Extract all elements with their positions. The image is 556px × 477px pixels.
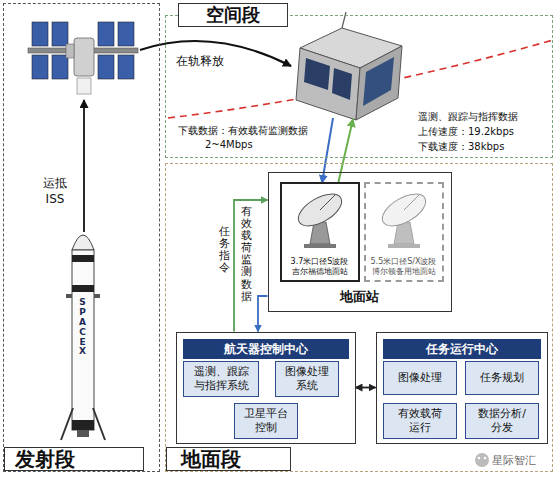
transport-label: 运抵 ISS: [38, 176, 72, 207]
process-label: 有效载荷运行: [395, 407, 445, 435]
station-caption: 3.7米口径S波段 吉尔福德地面站: [284, 257, 356, 276]
process-label: 图像处理: [390, 371, 450, 385]
region-label: 地面段: [166, 447, 291, 471]
process-box: 任务规划: [465, 361, 539, 395]
operations-center-box: 任务运行中心图像处理 任务规划有效载荷运行 数据分析/分发: [376, 332, 548, 444]
iss-station: [28, 22, 138, 94]
process-box: 图像处理: [383, 361, 457, 395]
downlink-label: 下载数据：有效载荷监测数据: [178, 124, 308, 138]
dish-antenna: [377, 188, 431, 248]
dish-antenna: [293, 188, 347, 248]
ground-segment-region: 地面段 地面站 3.7米口径S波段 吉尔福德地面站 5.5米口径S/X波段 博尔顿备用…: [165, 163, 553, 472]
rate-label: 下载速度：38kbps: [418, 140, 504, 154]
launch-segment-region: 发射段: [3, 3, 160, 472]
transport-arrow: [83, 100, 85, 232]
region-label: 发射段: [4, 447, 144, 471]
station-caption: 5.5米口径S/X波段 博尔顿备用地面站: [368, 257, 440, 276]
release-label: 在轨释放: [176, 53, 224, 70]
control-center-box: 航天器控制中心遥测、跟踪与指挥系统 图像处理系统卫星平台控制: [176, 332, 356, 444]
edge-label: 任务指令: [219, 226, 230, 274]
process-box: 图像处理系统: [275, 361, 339, 397]
ground-station-box: 地面站 3.7米口径S波段 吉尔福德地面站 5.5米口径S/X波段 博尔顿备用地面站: [268, 172, 452, 312]
process-box: 卫星平台控制: [234, 403, 298, 439]
process-label: 数据分析/分发: [477, 407, 527, 435]
connector: [356, 387, 376, 389]
ttc-label: 遥测、跟踪与指挥数据: [418, 110, 518, 124]
edge-label: 有效载荷监测数据: [241, 206, 252, 303]
antenna-panel: 5.5米口径S/X波段 博尔顿备用地面站: [364, 182, 444, 282]
process-label: 卫星平台控制: [240, 407, 292, 435]
rocket: [61, 235, 105, 440]
downlink-arrow: [322, 118, 333, 183]
panel-header: 任务运行中心: [383, 339, 541, 359]
rate-label: 2~4Mbps: [205, 139, 253, 150]
panel-header: 航天器控制中心: [183, 339, 349, 359]
box-title: 地面站: [269, 288, 451, 306]
antenna-panel: 3.7米口径S波段 吉尔福德地面站: [280, 182, 360, 282]
rocket-lettering: SPACEX: [78, 298, 87, 357]
process-label: 任务规划: [472, 371, 532, 385]
watermark-icon: [475, 453, 489, 467]
uplink-arrow: [338, 119, 353, 184]
process-label: 图像处理系统: [281, 365, 333, 393]
connector: [258, 296, 268, 332]
watermark: 星际智汇: [492, 453, 536, 468]
process-label: 遥测、跟踪与指挥系统: [191, 365, 251, 393]
region-label: 空间段: [178, 3, 288, 27]
process-box: 数据分析/分发: [465, 403, 539, 439]
connector: [234, 200, 268, 332]
satellite: [296, 12, 402, 120]
rate-label: 上传速度：19.2kbps: [418, 125, 514, 139]
process-box: 有效载荷运行: [383, 403, 457, 439]
process-box: 遥测、跟踪与指挥系统: [183, 361, 259, 397]
